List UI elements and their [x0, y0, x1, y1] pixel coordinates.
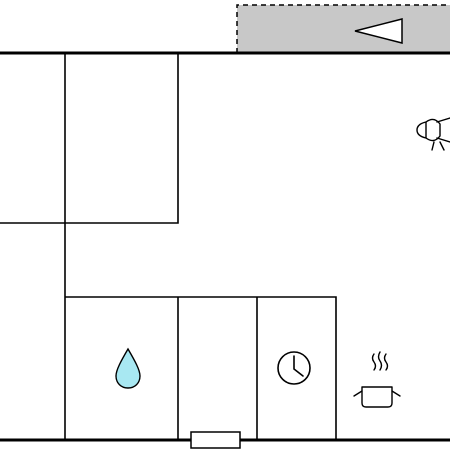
terrace-dashed-border — [236, 4, 450, 53]
terrace-area — [237, 5, 450, 53]
window — [190, 431, 241, 449]
sofa-icon — [416, 117, 450, 151]
entrance-arrow-icon — [354, 18, 403, 44]
left-room-wall — [0, 53, 179, 224]
bottom-rooms-outline — [65, 296, 337, 440]
clock-icon — [277, 351, 311, 385]
cooking-pot-icon — [353, 351, 401, 408]
water-drop-icon — [115, 347, 141, 389]
